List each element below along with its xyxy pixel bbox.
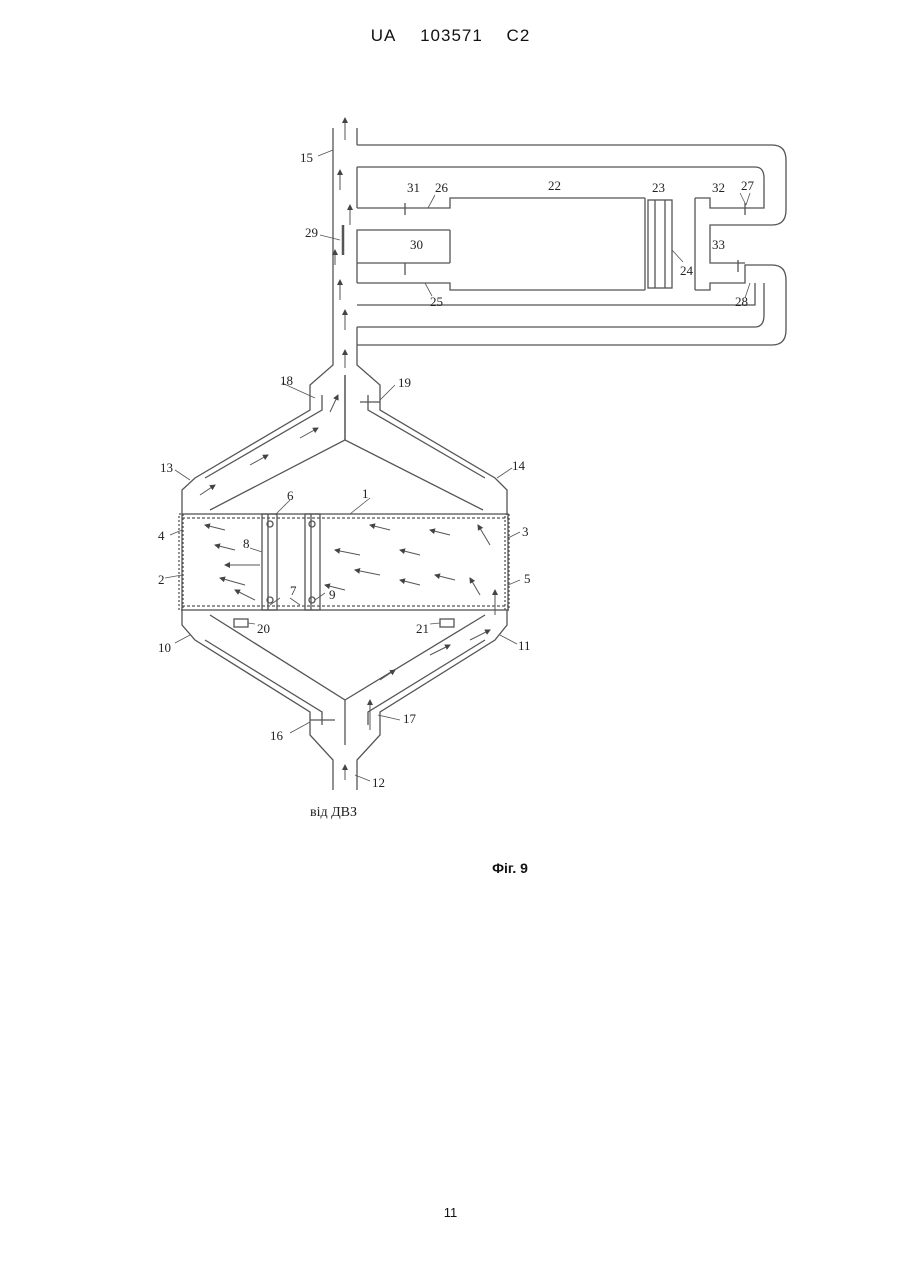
label-3: 3 (522, 524, 529, 539)
page-number: 11 (0, 1205, 901, 1220)
label-6: 6 (287, 488, 294, 503)
label-23: 23 (652, 180, 665, 195)
label-14: 14 (512, 458, 526, 473)
label-13: 13 (160, 460, 173, 475)
label-33: 33 (712, 237, 725, 252)
figure-caption: Фіг. 9 (480, 860, 540, 876)
label-12: 12 (372, 775, 385, 790)
label-15: 15 (300, 150, 313, 165)
label-8: 8 (243, 536, 250, 551)
label-18: 18 (280, 373, 293, 388)
label-21: 21 (416, 621, 429, 636)
source-label: від ДВЗ (310, 805, 357, 820)
label-30: 30 (410, 237, 423, 252)
label-2: 2 (158, 572, 165, 587)
label-9: 9 (329, 587, 336, 602)
label-27: 27 (741, 178, 755, 193)
label-16: 16 (270, 728, 284, 743)
label-32: 32 (712, 180, 725, 195)
label-1: 1 (362, 486, 369, 501)
label-31: 31 (407, 180, 420, 195)
leader-lines (165, 150, 750, 781)
label-11: 11 (518, 638, 531, 653)
label-10: 10 (158, 640, 171, 655)
label-5: 5 (524, 571, 531, 586)
label-22: 22 (548, 178, 561, 193)
label-28: 28 (735, 294, 748, 309)
label-4: 4 (158, 528, 165, 543)
label-26: 26 (435, 180, 449, 195)
label-17: 17 (403, 711, 417, 726)
label-19: 19 (398, 375, 411, 390)
drawing-lines (179, 128, 786, 790)
label-29: 29 (305, 225, 318, 240)
label-25: 25 (430, 294, 443, 309)
label-7: 7 (290, 583, 297, 598)
label-24: 24 (680, 263, 694, 278)
label-20: 20 (257, 621, 270, 636)
